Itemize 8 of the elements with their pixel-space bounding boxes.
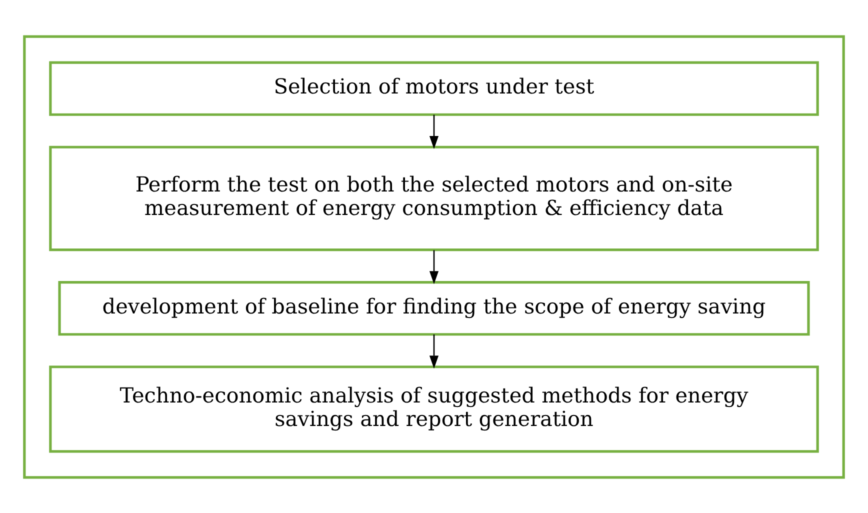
arrow xyxy=(429,250,439,284)
node-box: Perform the test on both the selected motors and on-site measurement of energy consumption & efficiency data xyxy=(49,145,819,251)
node-box: development of baseline for finding the scope of energy saving xyxy=(58,280,810,336)
node-box: Techno-economic analysis of suggested methods for energy savings and report generation xyxy=(49,365,819,452)
arrow xyxy=(429,114,439,149)
cluster xyxy=(23,34,845,478)
node-box: Selection of motors under test xyxy=(49,60,819,116)
arrow xyxy=(429,334,439,368)
